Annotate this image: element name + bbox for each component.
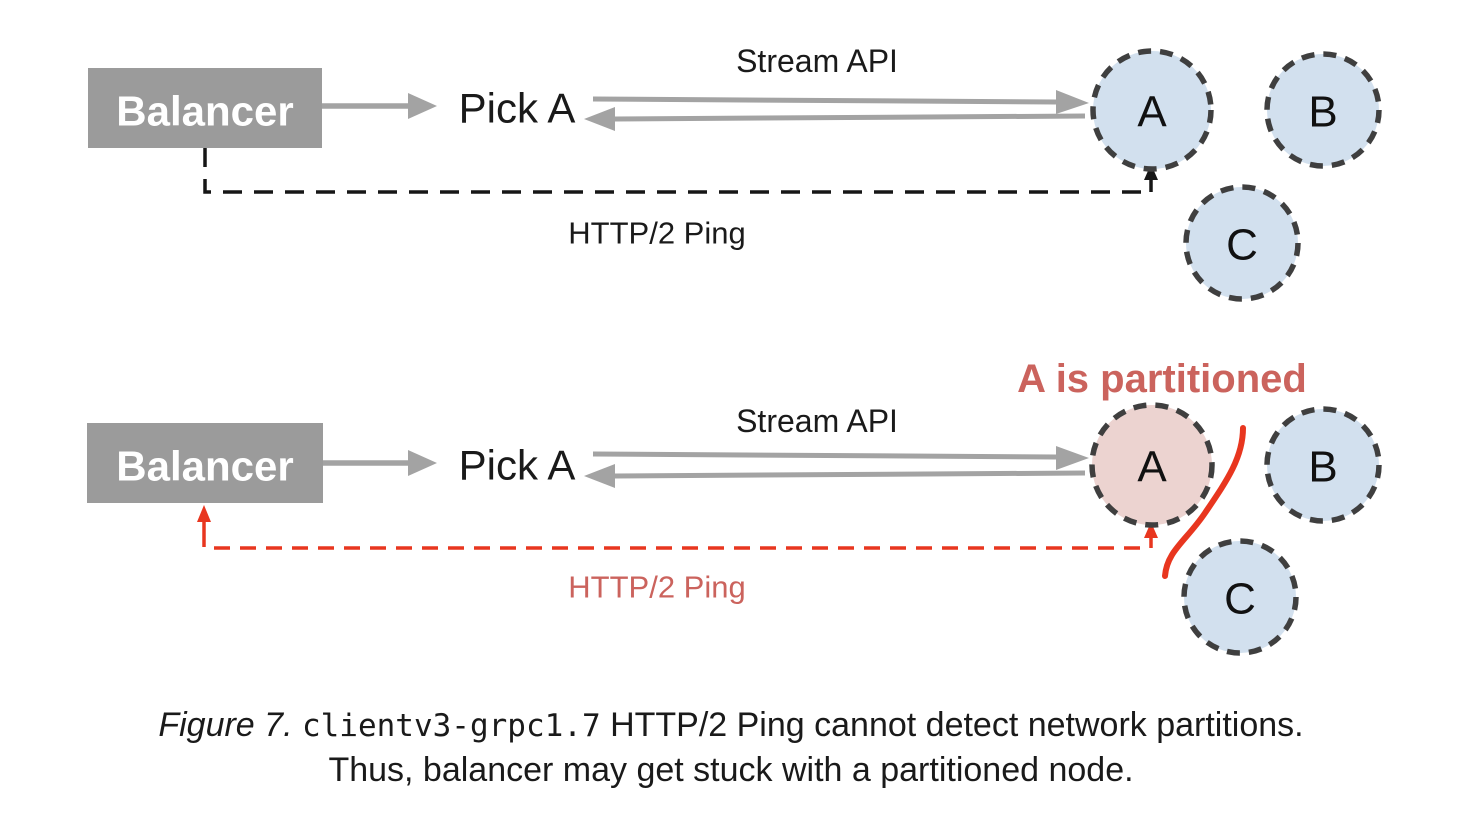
balancer-label: Balancer: [116, 88, 293, 135]
node-c-circle: [1183, 184, 1301, 302]
node-a-circle: [1089, 402, 1215, 528]
top-panel: Balancer Pick A Stream API HTTP/2 Ping: [88, 43, 1382, 302]
caption-line-2: Thus, balancer may get stuck with a part…: [328, 751, 1134, 789]
caption-code-text: clientv3-grpc1.7: [301, 708, 601, 744]
node-a-label: A: [1137, 443, 1167, 492]
balancer-box: [87, 423, 323, 503]
figure-caption: Figure 7. clientv3-grpc1.7 HTTP/2 Ping c…: [0, 703, 1462, 792]
arrow-up-icon: [1144, 164, 1158, 180]
balancer-pick-arrow: [323, 450, 437, 476]
partition-cut-line: [1162, 425, 1246, 579]
node-c-label: C: [1226, 221, 1258, 270]
balancer-label: Balancer: [116, 443, 293, 490]
balancer-box: [88, 68, 322, 148]
node-a-circle: [1090, 48, 1214, 172]
arrow-right-icon: [408, 450, 437, 476]
node-a-partitioned: A: [1089, 402, 1215, 528]
bottom-panel: A is partitioned Balancer Pick A Stream …: [87, 357, 1382, 656]
node-b-label: B: [1308, 88, 1337, 137]
node-b: B: [1264, 406, 1382, 524]
arrow-right-icon: [408, 93, 437, 119]
figure-number: Figure 7.: [158, 706, 293, 744]
http2-ping-label: HTTP/2 Ping: [568, 216, 745, 251]
arrow-up-icon: [197, 505, 211, 522]
node-b-circle: [1264, 406, 1382, 524]
node-b-label: B: [1308, 443, 1337, 492]
stream-api-label: Stream API: [736, 403, 898, 439]
caption-text: HTTP/2 Ping cannot detect network partit…: [610, 706, 1304, 744]
node-c: C: [1181, 538, 1299, 656]
arrow-up-icon: [1144, 522, 1158, 538]
node-b: B: [1264, 51, 1382, 169]
stream-arrow-return: [584, 464, 1086, 488]
http2-ping-path: [203, 148, 1158, 194]
pick-a-label: Pick A: [459, 442, 576, 489]
node-b-circle: [1264, 51, 1382, 169]
pick-a-label: Pick A: [459, 85, 576, 132]
node-a: A: [1090, 48, 1214, 172]
stream-arrow-to-a: [592, 446, 1089, 470]
balancer-pick-arrow: [322, 93, 437, 119]
node-c-circle: [1181, 538, 1299, 656]
caption-line-1: Figure 7. clientv3-grpc1.7 HTTP/2 Ping c…: [0, 703, 1462, 748]
node-c: C: [1183, 184, 1301, 302]
http2-ping-label-red: HTTP/2 Ping: [568, 570, 745, 605]
node-c-label: C: [1224, 575, 1256, 624]
node-a-label: A: [1137, 88, 1167, 137]
arrow-left-icon: [584, 107, 615, 131]
arrow-right-icon: [1056, 446, 1089, 470]
http2-ping-path-red: [197, 505, 1158, 550]
arrow-right-icon: [1056, 90, 1089, 114]
arrow-left-icon: [584, 464, 615, 488]
stream-api-label: Stream API: [736, 43, 898, 79]
stream-arrow-to-a: [592, 90, 1089, 114]
partition-annotation: A is partitioned: [1017, 357, 1307, 401]
stream-arrow-return: [584, 107, 1086, 131]
